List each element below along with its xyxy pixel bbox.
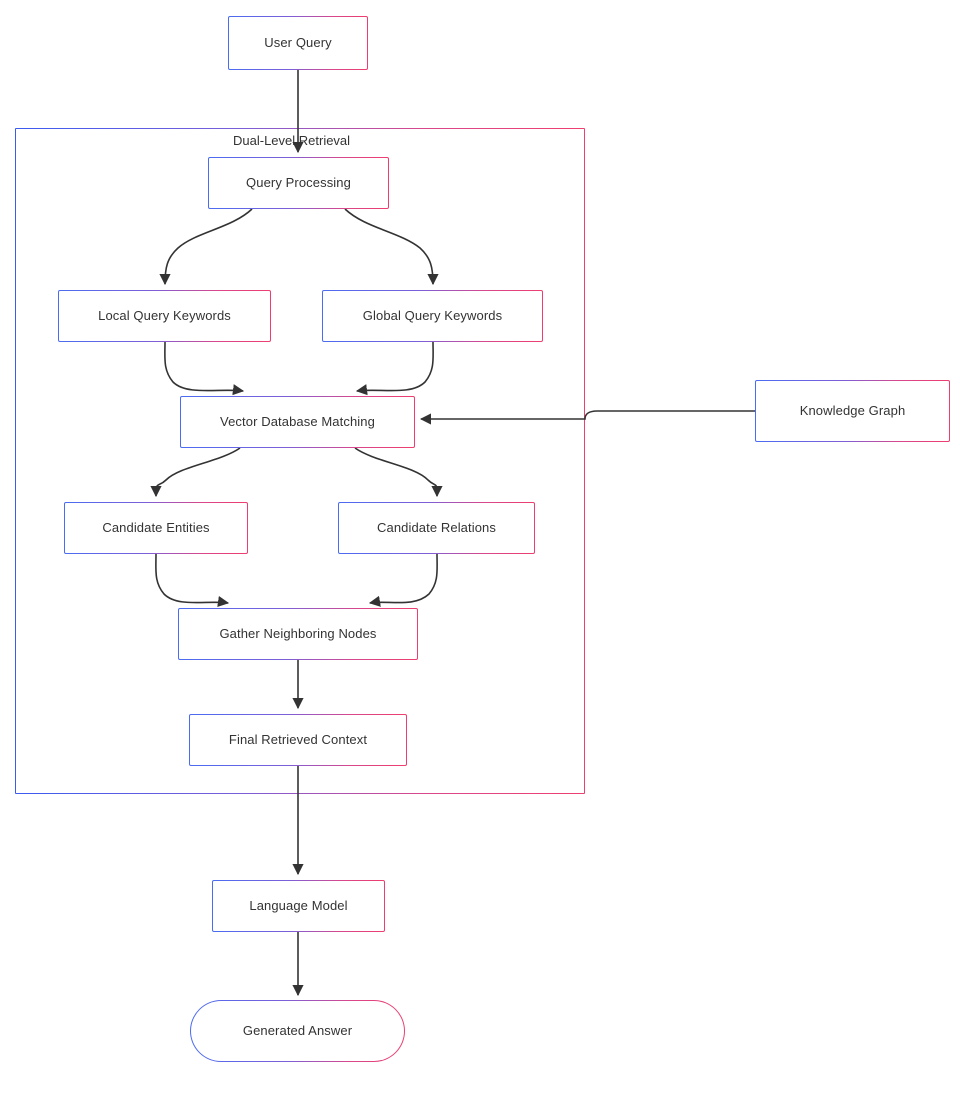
node-gather-neighboring-nodes[interactable]: Gather Neighboring Nodes bbox=[178, 608, 418, 660]
node-label: Local Query Keywords bbox=[98, 308, 231, 324]
node-local-query-keywords[interactable]: Local Query Keywords bbox=[58, 290, 271, 342]
node-label: Candidate Entities bbox=[102, 520, 210, 536]
cluster-dual-level-retrieval bbox=[15, 128, 585, 794]
node-user-query[interactable]: User Query bbox=[228, 16, 368, 70]
node-candidate-relations[interactable]: Candidate Relations bbox=[338, 502, 535, 554]
node-vector-database-matching[interactable]: Vector Database Matching bbox=[180, 396, 415, 448]
node-label: Generated Answer bbox=[242, 1023, 353, 1039]
node-label: Global Query Keywords bbox=[362, 308, 503, 324]
node-label: Knowledge Graph bbox=[799, 403, 906, 419]
node-query-processing[interactable]: Query Processing bbox=[208, 157, 389, 209]
node-label: Vector Database Matching bbox=[220, 414, 375, 430]
node-candidate-entities[interactable]: Candidate Entities bbox=[64, 502, 248, 554]
node-knowledge-graph[interactable]: Knowledge Graph bbox=[755, 380, 950, 442]
node-label: Language Model bbox=[249, 898, 348, 914]
node-label: Candidate Relations bbox=[377, 520, 496, 536]
node-global-query-keywords[interactable]: Global Query Keywords bbox=[322, 290, 543, 342]
node-label: Final Retrieved Context bbox=[228, 732, 368, 748]
node-final-retrieved-context[interactable]: Final Retrieved Context bbox=[189, 714, 407, 766]
cluster-label: Dual-Level Retrieval bbox=[229, 133, 355, 148]
node-label: Gather Neighboring Nodes bbox=[219, 626, 377, 642]
node-generated-answer[interactable]: Generated Answer bbox=[190, 1000, 405, 1062]
node-language-model[interactable]: Language Model bbox=[212, 880, 385, 932]
node-label: Query Processing bbox=[246, 175, 351, 191]
node-label: User Query bbox=[264, 35, 332, 51]
